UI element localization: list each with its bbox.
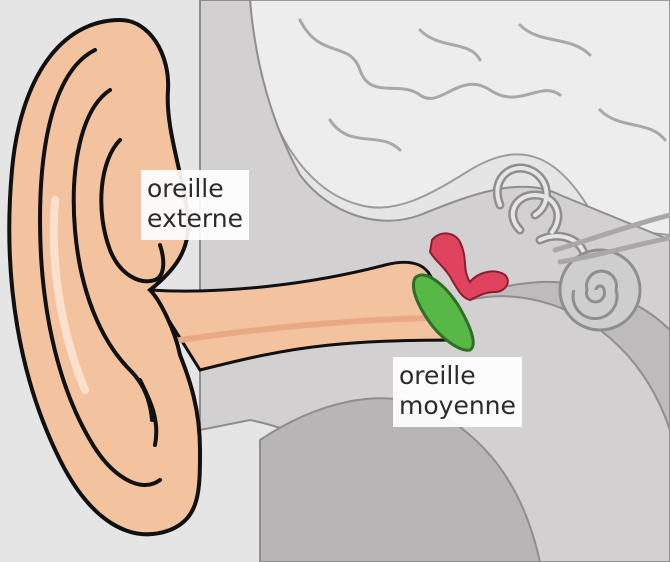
outer-ear-label: oreille externe <box>141 170 249 240</box>
outer-ear-label-line-2: externe <box>147 204 243 234</box>
middle-ear-label-line-1: oreille <box>399 361 516 391</box>
outer-ear-label-line-1: oreille <box>147 174 243 204</box>
middle-ear-label-line-2: moyenne <box>399 391 516 421</box>
middle-ear-label: oreille moyenne <box>393 357 522 427</box>
